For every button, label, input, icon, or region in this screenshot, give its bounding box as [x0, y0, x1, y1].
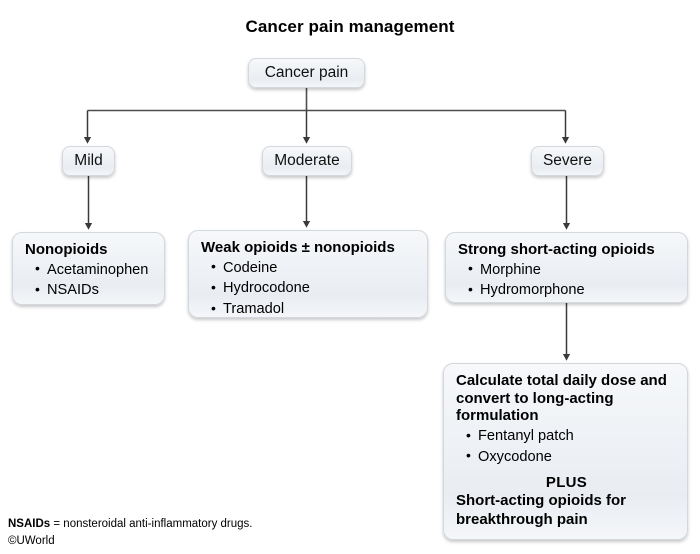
convert-heading: Calculate total daily dose and convert t…: [456, 372, 667, 425]
footnote-abbreviation: NSAIDs = nonsteroidal anti-inflammatory …: [8, 516, 253, 533]
treatment-weak-opioids-heading: Weak opioids ± nonopioids: [201, 239, 395, 256]
footnote-abbr-term: NSAIDs: [8, 518, 51, 530]
list-item: NSAIDs: [35, 280, 154, 301]
convert-list: Fentanyl patch Oxycodone: [456, 426, 677, 467]
node-treatment-nonopioids[interactable]: Nonopioids Acetaminophen NSAIDs: [12, 232, 165, 305]
node-severity-mild-label: Mild: [74, 152, 103, 169]
copyright-notice: ©UWorld: [8, 535, 55, 547]
footnote-abbr-definition: = nonsteroidal anti-inflammatory drugs.: [50, 518, 253, 530]
convert-tail-line-1: Short-acting opioids for: [456, 491, 626, 509]
list-item: Oxycodone: [466, 446, 677, 468]
node-severity-severe-label: Severe: [542, 152, 593, 169]
node-severity-moderate[interactable]: Moderate: [262, 146, 352, 176]
treatment-nonopioids-list: Acetaminophen NSAIDs: [25, 259, 154, 301]
node-treatment-weak-opioids[interactable]: Weak opioids ± nonopioids Codeine Hydroc…: [188, 230, 428, 318]
list-item: Morphine: [468, 259, 677, 281]
list-item: Hydrocodone: [211, 278, 417, 299]
list-item: Hydromorphone: [468, 280, 677, 301]
treatment-nonopioids-heading: Nonopioids: [25, 241, 108, 258]
list-item: Tramadol: [211, 299, 417, 320]
node-severity-mild[interactable]: Mild: [62, 146, 115, 176]
treatment-strong-opioids-list: Morphine Hydromorphone: [458, 259, 677, 301]
list-item: Acetaminophen: [35, 259, 154, 281]
treatment-weak-opioids-list: Codeine Hydrocodone Tramadol: [201, 257, 417, 320]
list-item: Codeine: [211, 257, 417, 279]
node-cancer-pain-label: Cancer pain: [264, 64, 349, 81]
node-treatment-strong-opioids[interactable]: Strong short-acting opioids Morphine Hyd…: [445, 232, 688, 303]
list-item: Fentanyl patch: [466, 426, 677, 447]
node-severity-severe[interactable]: Severe: [531, 146, 604, 176]
node-cancer-pain[interactable]: Cancer pain: [248, 58, 365, 88]
node-convert-long-acting[interactable]: Calculate total daily dose and convert t…: [443, 363, 688, 540]
convert-tail-line-2: breakthrough pain: [456, 510, 588, 528]
treatment-strong-opioids-heading: Strong short-acting opioids: [458, 241, 655, 258]
convert-plus-label: PLUS: [545, 473, 588, 491]
node-severity-moderate-label: Moderate: [274, 152, 340, 169]
diagram-title: Cancer pain management: [245, 17, 455, 36]
